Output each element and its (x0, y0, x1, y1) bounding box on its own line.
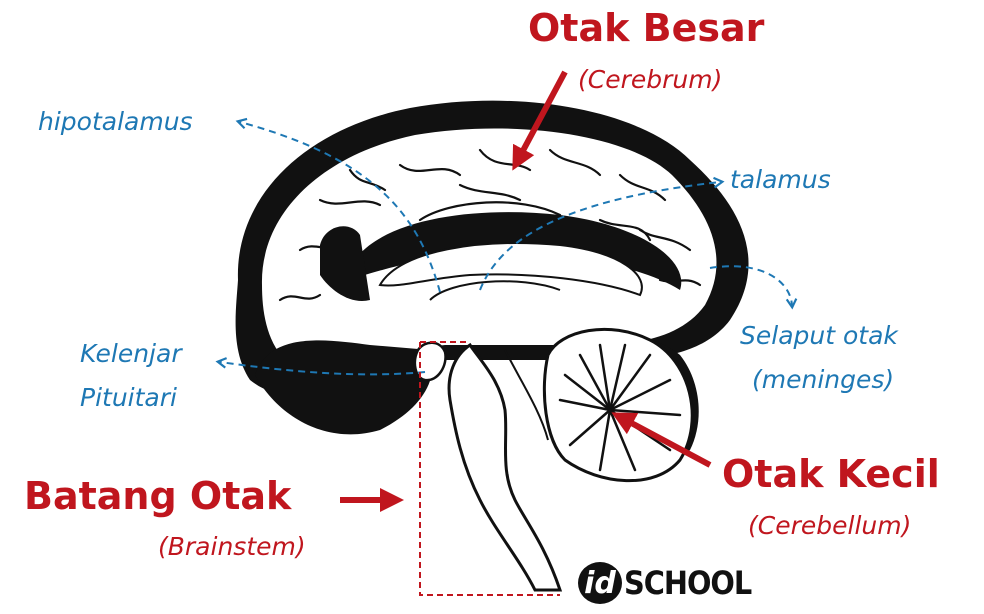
label-otak-besar: Otak Besar (528, 8, 764, 50)
label-cerebrum: (Cerebrum) (578, 66, 722, 94)
label-kelenjar: Kelenjar (80, 340, 182, 368)
label-brainstem: (Brainstem) (158, 533, 306, 561)
label-otak-kecil: Otak Kecil (722, 454, 940, 496)
label-pituitari: Pituitari (80, 384, 177, 412)
label-meninges: (meninges) (752, 366, 894, 394)
label-batang-otak: Batang Otak (24, 476, 291, 518)
logo-school-text: SCHOOL (624, 564, 751, 602)
label-hipotalamus: hipotalamus (38, 108, 193, 136)
label-talamus: talamus (730, 166, 831, 194)
logo-id-mark: id (578, 562, 622, 604)
label-cerebellum: (Cerebellum) (748, 512, 911, 540)
label-selaput-otak: Selaput otak (740, 322, 898, 350)
idschool-logo: id SCHOOL (578, 562, 751, 604)
